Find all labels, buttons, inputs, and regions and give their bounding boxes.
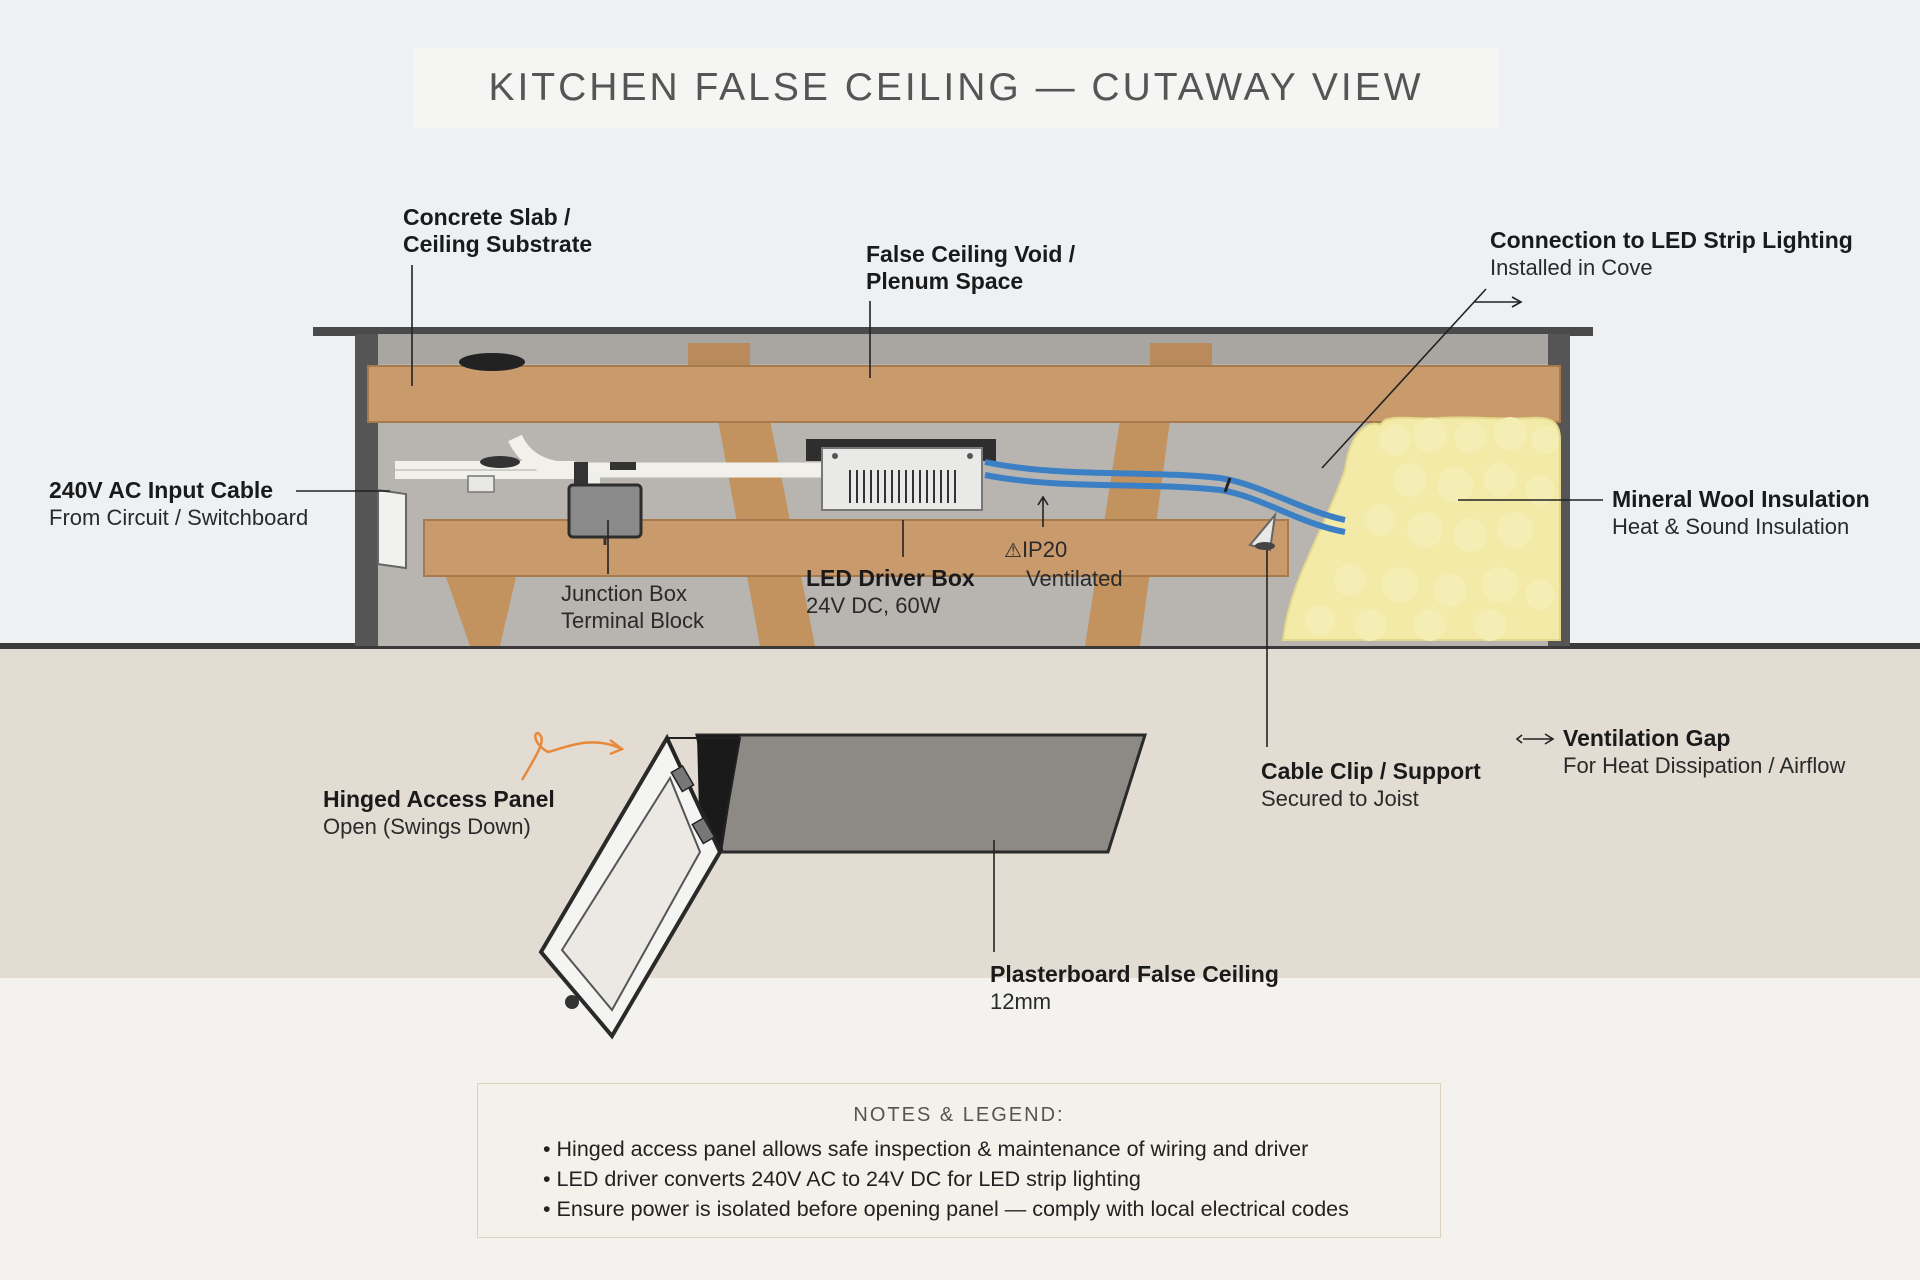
led-connection-label: Connection to LED Strip Lighting Install…: [1490, 227, 1853, 281]
ceiling-void-heading2: Plenum Space: [866, 268, 1024, 294]
notes-legend-box: NOTES & LEGEND: Hinged access panel allo…: [477, 1083, 1441, 1238]
cable-clip: [1248, 511, 1277, 552]
swing-arrow-icon: [520, 732, 625, 781]
led-driver-label: LED Driver Box 24V DC, 60W: [806, 565, 975, 619]
led-connection-sub: Installed in Cove: [1490, 255, 1653, 280]
mineral-wool-insulation: [1281, 416, 1561, 641]
mineral-wool-label: Mineral Wool Insulation Heat & Sound Ins…: [1612, 486, 1870, 540]
cable-clip-label: Cable Clip / Support Secured to Joist: [1261, 758, 1481, 812]
ceiling-void-heading: False Ceiling Void /: [866, 241, 1076, 267]
access-panel-label: Hinged Access Panel Open (Swings Down): [323, 786, 555, 840]
led-driver-heading: LED Driver Box: [806, 565, 975, 591]
ac-input-label: 240V AC Input Cable From Circuit / Switc…: [49, 477, 308, 531]
led-output-cables: [984, 459, 1346, 535]
hinge-icon: [670, 764, 716, 845]
ventilation-gap-label: Ventilation Gap For Heat Dissipation / A…: [1563, 725, 1845, 779]
concrete-slab-label: Concrete Slab / Ceiling Substrate: [403, 204, 592, 258]
junction-box-line2: Terminal Block: [561, 608, 705, 633]
ceiling-void-label: False Ceiling Void / Plenum Space: [866, 241, 1075, 295]
ventilation-gap-sub: For Heat Dissipation / Airflow: [1563, 753, 1846, 778]
joist-block: [1150, 343, 1212, 368]
mineral-wool-heading: Mineral Wool Insulation: [1612, 486, 1870, 512]
concrete-slab-heading: Concrete Slab /: [403, 204, 571, 230]
led-driver-box: [806, 439, 996, 511]
cable-clip-sub: Secured to Joist: [1261, 786, 1419, 811]
ip20-line1: IP20: [1021, 537, 1068, 562]
concrete-slab-heading2: Ceiling Substrate: [403, 231, 593, 257]
mineral-wool-sub: Heat & Sound Insulation: [1612, 514, 1850, 539]
plasterboard-opening: [695, 733, 1148, 854]
junction-box-label: Junction Box Terminal Block: [561, 580, 704, 634]
plasterboard-heading: Plasterboard False Ceiling: [990, 961, 1279, 987]
concrete-slab-top: [313, 327, 1593, 336]
ceiling-fixing-disc: [459, 353, 525, 371]
cable-clip-heading: Cable Clip / Support: [1261, 758, 1481, 784]
note-item: Ensure power is isolated before opening …: [543, 1194, 1349, 1224]
wall-plate: [377, 488, 407, 570]
joist-diagonal: [440, 560, 520, 646]
ip20-line2: Ventilated: [1026, 566, 1123, 591]
ac-input-sub: From Circuit / Switchboard: [49, 505, 309, 530]
panel-latch: [565, 995, 579, 1009]
access-panel-heading: Hinged Access Panel: [323, 786, 555, 812]
ventilation-gap-heading: Ventilation Gap: [1563, 725, 1731, 751]
upper-joist: [367, 365, 1561, 423]
junction-box: [567, 462, 643, 545]
note-item: Hinged access panel allows safe inspecti…: [543, 1134, 1349, 1164]
note-item: LED driver converts 240V AC to 24V DC fo…: [543, 1164, 1349, 1194]
led-connection-heading: Connection to LED Strip Lighting: [1490, 227, 1853, 253]
hinged-access-panel: [538, 733, 742, 1040]
access-panel-sub: Open (Swings Down): [323, 814, 531, 839]
joist-block: [688, 343, 750, 368]
plasterboard-label: Plasterboard False Ceiling 12mm: [990, 961, 1279, 1015]
page-title: KITCHEN FALSE CEILING — CUTAWAY VIEW: [413, 48, 1499, 128]
warning-icon: ⚠: [1004, 540, 1022, 562]
cavity-shade: [378, 334, 1548, 364]
ip20-label: ⚠IP20 Ventilated: [1004, 536, 1123, 592]
notes-title: NOTES & LEGEND:: [853, 1104, 1065, 1126]
ac-input-heading: 240V AC Input Cable: [49, 477, 274, 503]
junction-box-line1: Junction Box: [561, 581, 687, 606]
led-driver-sub: 24V DC, 60W: [806, 593, 941, 618]
notes-list: Hinged access panel allows safe inspecti…: [543, 1134, 1349, 1224]
plasterboard-sub: 12mm: [990, 989, 1052, 1014]
leader-lines: [296, 265, 1603, 952]
